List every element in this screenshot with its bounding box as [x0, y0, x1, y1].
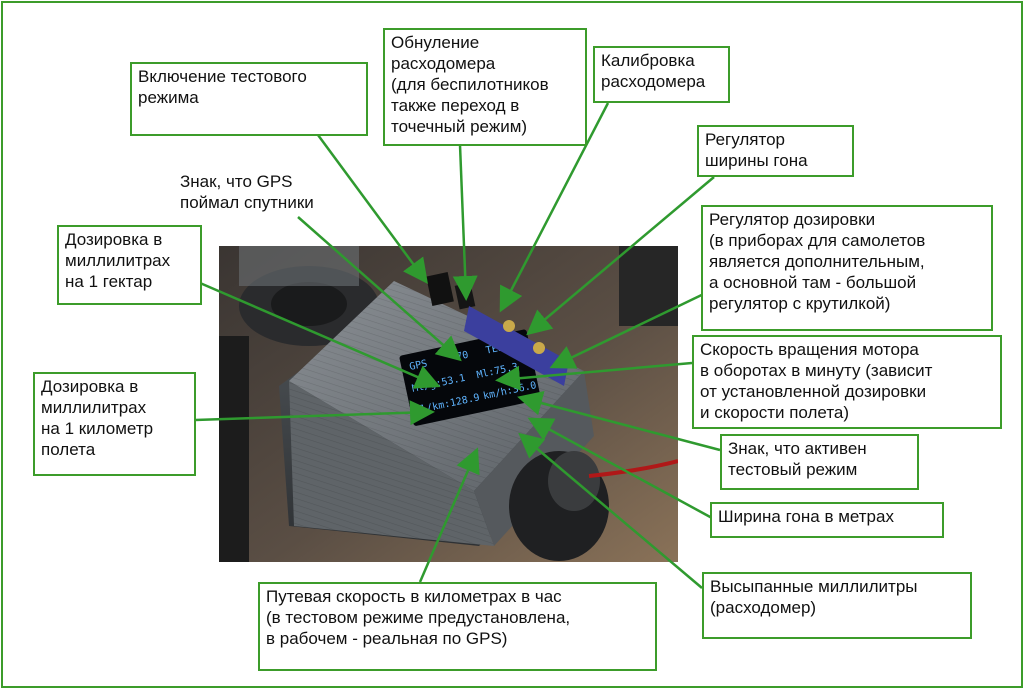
callout-dispensed-ml: Высыпанные миллилитры (расходомер) — [702, 572, 972, 639]
callout-ground-speed: Путевая скорость в километрах в час (в т… — [258, 582, 657, 671]
callout-test-mode-active: Знак, что активен тестовый режим — [720, 434, 919, 490]
callout-test-mode-on: Включение тестового режима — [130, 62, 368, 136]
device-photo: GPS 70 TEST 79 Ml/g:53.1 Ml:75.3 Ml/km:1… — [219, 246, 678, 562]
callout-reset-flowmeter: Обнуление расходомера (для беспилотников… — [383, 28, 587, 146]
label-gps-fix-sign: Знак, что GPS поймал спутники — [180, 172, 314, 212]
callout-swath-width-regulator: Регулятор ширины гона — [697, 125, 854, 177]
callout-calibrate-flowmeter: Калибровка расходомера — [593, 46, 730, 103]
callout-dose-per-km: Дозировка в миллилитрах на 1 километр по… — [33, 372, 196, 476]
callout-motor-rpm: Скорость вращения мотора в оборотах в ми… — [692, 335, 1002, 429]
callout-dose-per-hectare: Дозировка в миллилитрах на 1 гектар — [57, 225, 202, 305]
callout-swath-width-m: Ширина гона в метрах — [710, 502, 944, 538]
callout-dose-regulator: Регулятор дозировки (в приборах для само… — [701, 205, 993, 331]
